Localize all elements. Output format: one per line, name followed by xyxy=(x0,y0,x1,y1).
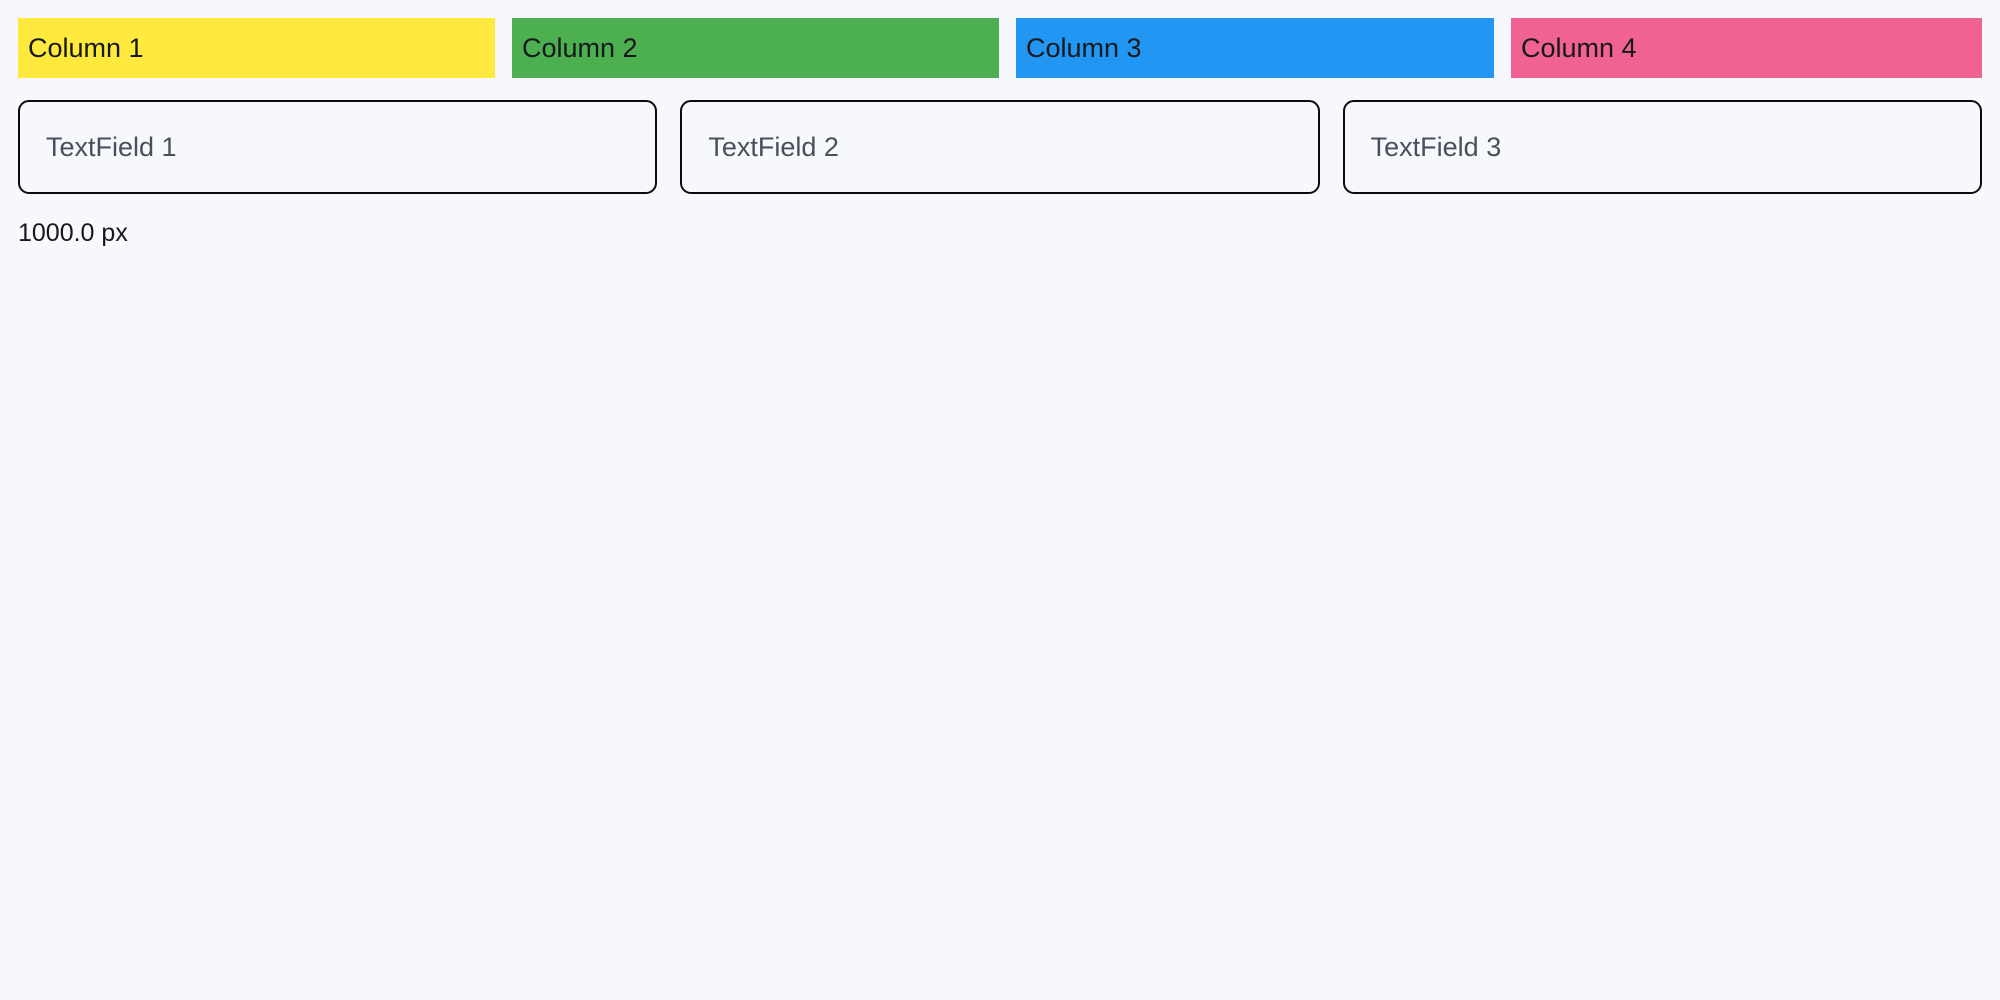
text-field-3[interactable]: TextField 3 xyxy=(1342,100,1982,194)
text-field-1-placeholder: TextField 1 xyxy=(46,131,177,162)
column-bar-4[interactable]: Column 4 xyxy=(1511,18,1982,78)
column-label-4: Column 4 xyxy=(1521,32,1637,63)
text-field-2-placeholder: TextField 2 xyxy=(708,131,839,162)
column-bar-2[interactable]: Column 2 xyxy=(512,18,999,78)
text-field-3-placeholder: TextField 3 xyxy=(1370,131,1502,162)
measurement-row: 1000.0 px xyxy=(18,218,1982,248)
measurement-label: 1000.0 px xyxy=(18,218,128,247)
text-field-1[interactable]: TextField 1 xyxy=(18,100,658,194)
text-field-2[interactable]: TextField 2 xyxy=(680,100,1320,194)
column-label-1: Column 1 xyxy=(28,32,144,63)
columns-row: Column 1 Column 2 Column 3 Column 4 xyxy=(18,18,1982,78)
textfields-row: TextField 1 TextField 2 TextField 3 xyxy=(18,100,1982,194)
column-label-3: Column 3 xyxy=(1026,32,1142,63)
column-bar-3[interactable]: Column 3 xyxy=(1016,18,1494,78)
column-label-2: Column 2 xyxy=(522,32,638,63)
column-bar-1[interactable]: Column 1 xyxy=(18,18,495,78)
